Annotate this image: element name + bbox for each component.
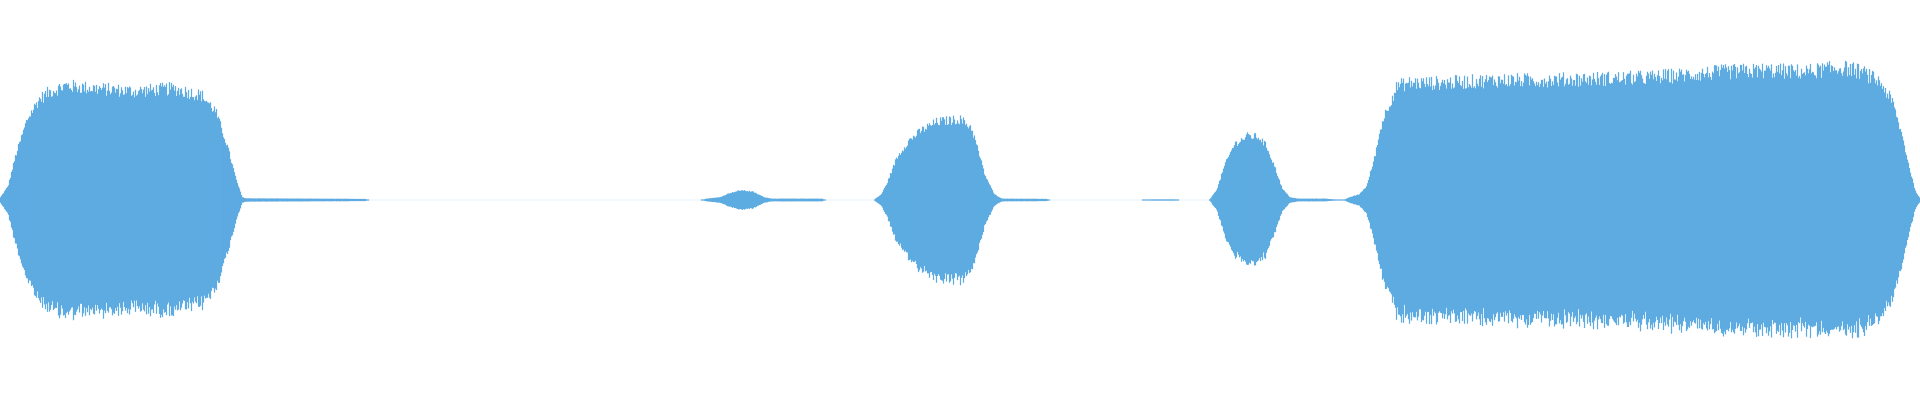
waveform-samples <box>0 60 1920 339</box>
